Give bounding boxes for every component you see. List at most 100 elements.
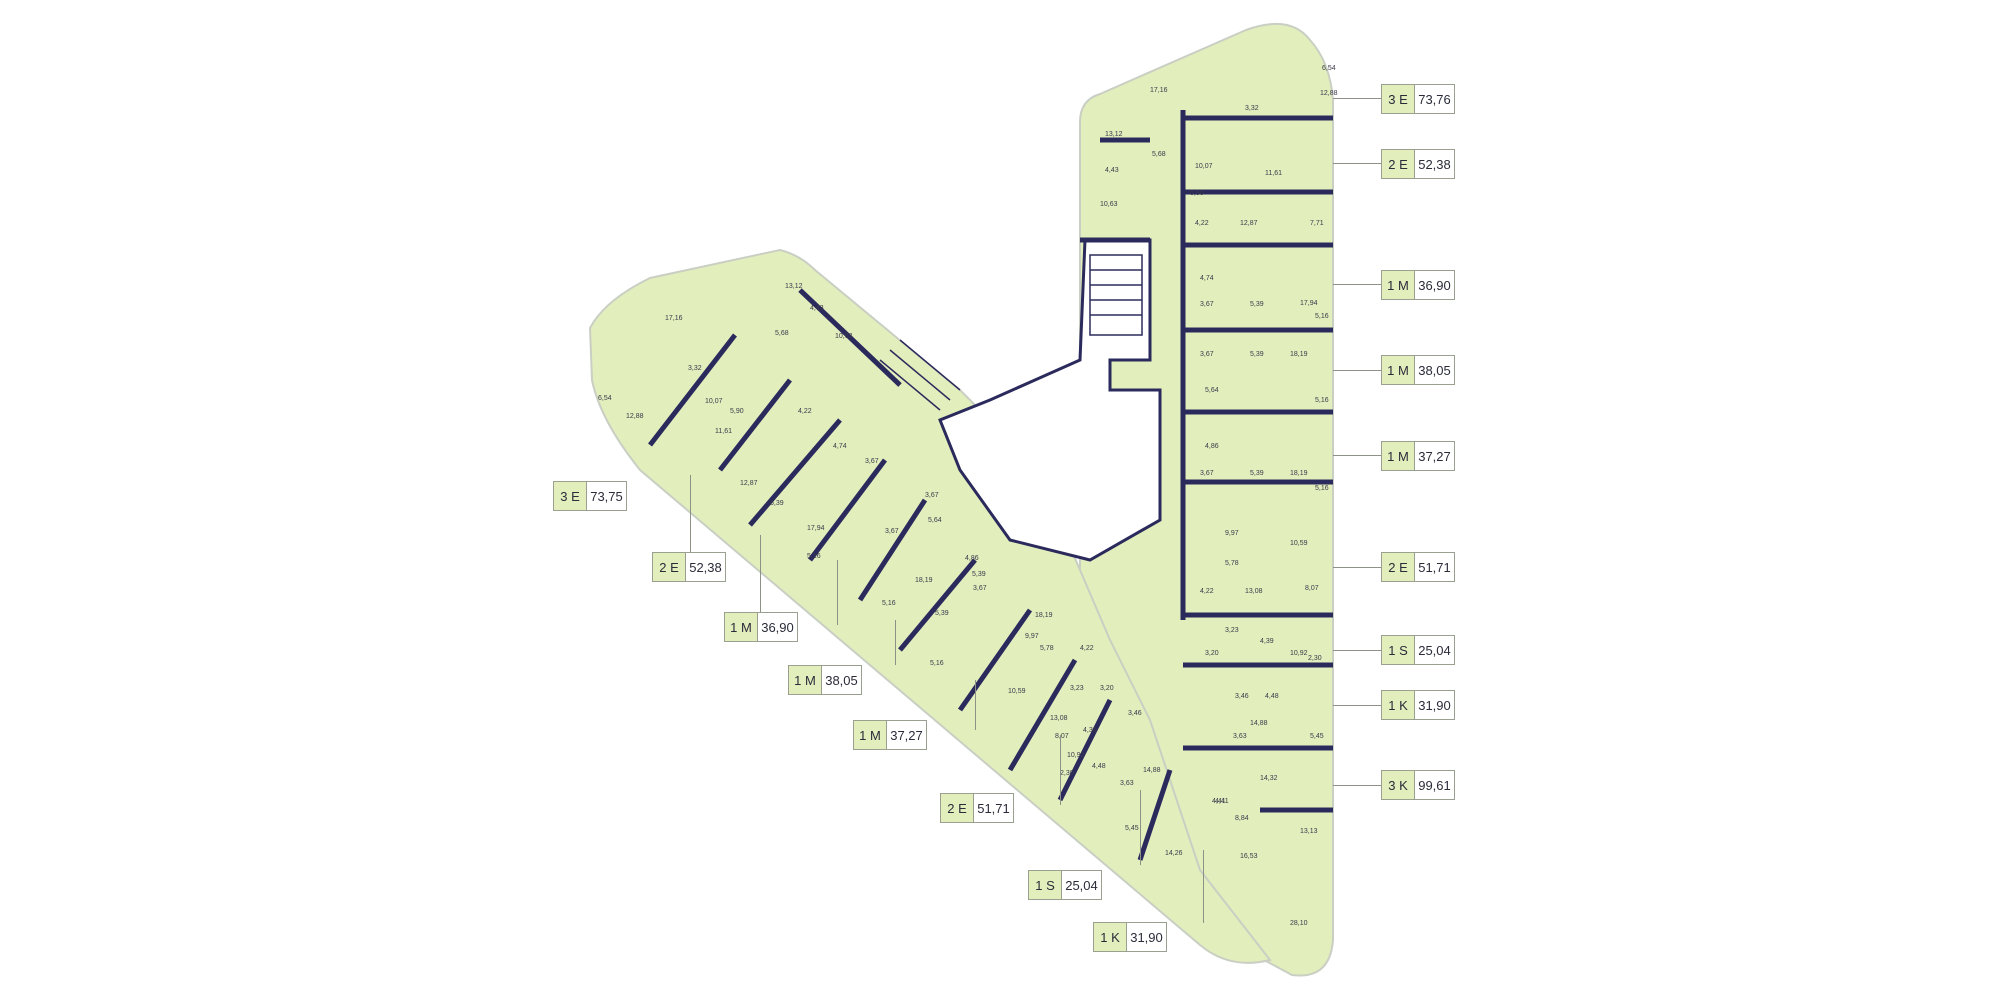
room-area-label: 28,10 — [1290, 920, 1308, 927]
room-area-label: 12,88 — [626, 413, 644, 420]
room-area-label: 4,22 — [1080, 645, 1094, 652]
unit-tag[interactable]: 1 M 36,90 — [1381, 270, 1455, 300]
room-area-label: 4,22 — [1200, 588, 1214, 595]
unit-type: 3 E — [1382, 85, 1415, 113]
room-area-label: 3,67 — [973, 585, 987, 592]
walls-left — [648, 288, 1173, 861]
leader-line — [1333, 163, 1381, 164]
leader-line — [1333, 98, 1381, 99]
room-area-label: 16,53 — [1240, 853, 1258, 860]
unit-area: 31,90 — [1130, 929, 1163, 945]
room-area-label: 5,39 — [935, 610, 949, 617]
unit-type: 2 E — [1382, 150, 1415, 178]
unit-area: 31,90 — [1418, 697, 1451, 713]
room-area-label: 5,39 — [770, 500, 784, 507]
leader-line — [1333, 370, 1381, 371]
room-area-label: 3,67 — [1200, 351, 1214, 358]
unit-type: 1 M — [1382, 271, 1415, 299]
room-area-label: 3,67 — [925, 492, 939, 499]
room-area-label: 10,59 — [1290, 540, 1308, 547]
room-area-label: 10,59 — [1008, 688, 1026, 695]
room-area-label: 3,32 — [1245, 105, 1259, 112]
stair — [879, 254, 1143, 411]
unit-tag[interactable]: 2 E 52,38 — [652, 552, 726, 582]
room-area-label: 7,71 — [1310, 220, 1324, 227]
room-area-label: 3,67 — [885, 528, 899, 535]
room-area-label: 6,54 — [598, 395, 612, 402]
unit-tag[interactable]: 2 E 52,38 — [1381, 149, 1455, 179]
room-area-label: 10,63 — [835, 333, 853, 340]
room-area-label: 13,12 — [785, 283, 803, 290]
room-area-label: 18,19 — [1035, 612, 1053, 619]
room-area-label: 4,39 — [1260, 638, 1274, 645]
unit-area: 99,61 — [1418, 777, 1451, 793]
unit-area: 38,05 — [825, 672, 858, 688]
room-area-label: 13,08 — [1050, 715, 1068, 722]
unit-type: 1 M — [725, 613, 758, 641]
leader-line — [1333, 567, 1381, 568]
room-area-label: 18,19 — [915, 577, 933, 584]
room-area-label: 5,64 — [928, 517, 942, 524]
room-area-label: 3,46 — [1235, 693, 1249, 700]
room-area-label: 12,87 — [740, 480, 758, 487]
room-area-label: 5,16 — [930, 660, 944, 667]
leader-line — [1333, 284, 1381, 285]
unit-type: 2 E — [653, 553, 686, 581]
room-area-label: 5,64 — [1205, 387, 1219, 394]
unit-type: 3 K — [1382, 771, 1415, 799]
room-area-label: 14,88 — [1250, 720, 1268, 727]
room-area-label: 13,08 — [1245, 588, 1263, 595]
room-areas-left: 13,124,4317,1610,635,683,3210,076,5412,8… — [598, 283, 1226, 832]
room-area-label: 3,23 — [1070, 685, 1084, 692]
unit-area: 73,76 — [1418, 91, 1451, 107]
room-area-label: 5,16 — [882, 600, 896, 607]
room-area-label: 5,39 — [1250, 351, 1264, 358]
room-area-label: 18,19 — [1290, 351, 1308, 358]
unit-tag[interactable]: 1 K 31,90 — [1381, 690, 1455, 720]
left-wing — [588, 248, 1272, 964]
unit-area: 38,05 — [1418, 362, 1451, 378]
unit-type: 1 S — [1029, 871, 1062, 899]
unit-area: 37,27 — [890, 727, 923, 743]
unit-tag[interactable]: 3 E 73,75 — [553, 481, 627, 511]
unit-tag[interactable]: 1 M 38,05 — [788, 665, 862, 695]
room-area-label: 8,84 — [1235, 815, 1249, 822]
room-area-label: 5,45 — [1125, 825, 1139, 832]
unit-tag[interactable]: 2 E 51,71 — [1381, 552, 1455, 582]
unit-area: 52,38 — [689, 559, 722, 575]
unit-tag[interactable]: 1 K 31,90 — [1093, 922, 1167, 952]
room-area-label: 2,30 — [1308, 655, 1322, 662]
room-area-label: 4,43 — [1105, 167, 1119, 174]
unit-type: 1 K — [1382, 691, 1415, 719]
room-area-label: 11,61 — [715, 428, 732, 435]
unit-tag[interactable]: 3 K 99,61 — [1381, 770, 1455, 800]
unit-tag[interactable]: 1 M 36,90 — [724, 612, 798, 642]
unit-area: 73,75 — [590, 488, 623, 504]
unit-type: 1 S — [1382, 636, 1415, 664]
unit-tag[interactable]: 1 M 37,27 — [853, 720, 927, 750]
room-area-label: 14,32 — [1260, 775, 1278, 782]
unit-type: 2 E — [941, 794, 974, 822]
unit-tag[interactable]: 2 E 51,71 — [940, 793, 1014, 823]
room-area-label: 5,78 — [1040, 645, 1054, 652]
room-area-label: 11,61 — [1265, 170, 1282, 177]
room-area-label: 3,63 — [1120, 780, 1134, 787]
unit-tag[interactable]: 1 S 25,04 — [1381, 635, 1455, 665]
unit-area: 51,71 — [977, 800, 1010, 816]
unit-tag[interactable]: 3 E 73,76 — [1381, 84, 1455, 114]
leader-line — [1333, 455, 1381, 456]
room-area-label: 5,39 — [1250, 301, 1264, 308]
unit-tag[interactable]: 1 S 25,04 — [1028, 870, 1102, 900]
room-area-label: 18,19 — [1290, 470, 1308, 477]
unit-tag[interactable]: 1 M 38,05 — [1381, 355, 1455, 385]
leader-line — [1333, 785, 1381, 786]
unit-area: 25,04 — [1065, 877, 1098, 893]
unit-area: 36,90 — [761, 619, 794, 635]
room-area-label: 4,74 — [1200, 275, 1214, 282]
room-area-label: 4,22 — [798, 408, 812, 415]
room-area-label: 5,78 — [1225, 560, 1239, 567]
unit-tag[interactable]: 1 M 37,27 — [1381, 441, 1455, 471]
room-area-label: 14,88 — [1143, 767, 1161, 774]
leader-line — [760, 535, 761, 615]
